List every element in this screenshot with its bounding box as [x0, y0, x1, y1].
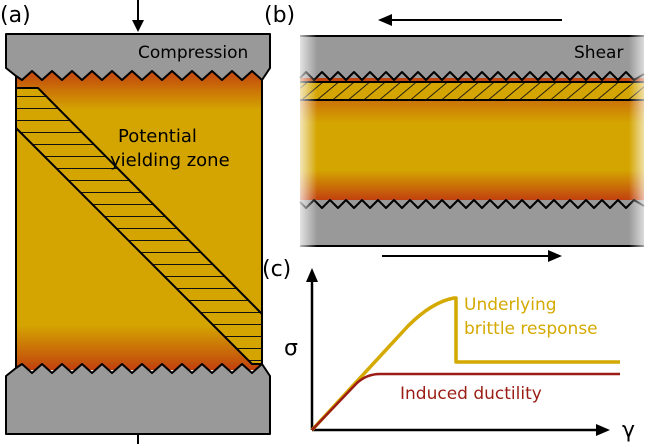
arrow-head-top-icon: [132, 20, 144, 32]
panel-b: (b) Shear: [264, 3, 650, 262]
compression-label: Compression: [138, 43, 248, 63]
panel-c-tag: (c): [262, 257, 291, 282]
brittle-label-line1: Underlying: [464, 295, 557, 315]
brittle-label-line2: brittle response: [464, 319, 598, 339]
y-axis-arrow-icon: [306, 268, 318, 282]
x-axis-arrow-icon: [596, 424, 610, 436]
panel-b-tag: (b): [264, 3, 295, 28]
x-axis-label: γ: [622, 418, 635, 443]
panel-c: (c) σ γ Underlying brittle response Indu…: [262, 257, 635, 443]
yielding-zone-label-line1: Potential: [118, 126, 197, 147]
panel-a: (a) Compression Potential yielding zone: [0, 0, 271, 444]
y-axis-label: σ: [284, 336, 298, 361]
brittle-curve: [310, 296, 620, 432]
grip-top: [5, 33, 271, 81]
yielding-zone-band: [15, 87, 263, 365]
grip-bottom: [5, 363, 271, 435]
shear-label: Shear: [574, 43, 623, 63]
yielding-zone-label-line2: yielding zone: [110, 150, 230, 171]
arrow-right-icon: [548, 250, 562, 262]
arrow-left-icon: [378, 14, 392, 26]
ductile-label: Induced ductility: [400, 384, 542, 404]
ductile-curve: [311, 372, 620, 431]
panel-a-tag: (a): [0, 3, 31, 28]
